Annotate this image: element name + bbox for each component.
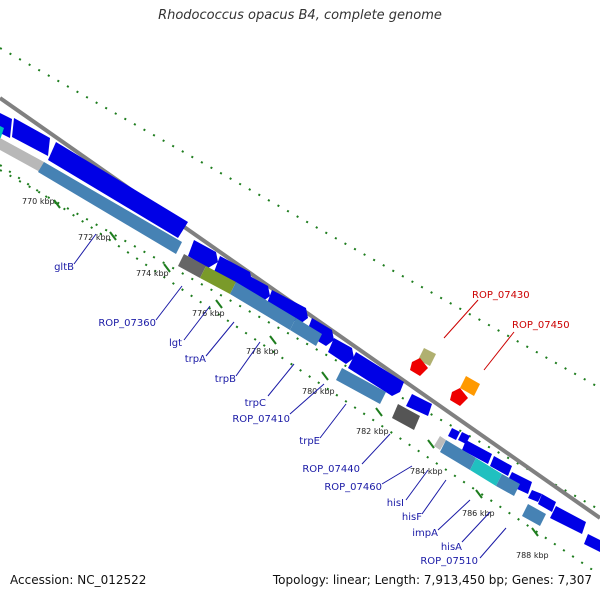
cds-feature	[522, 504, 546, 526]
gene-feature	[584, 534, 600, 552]
cds-feature	[200, 266, 236, 294]
red-gene-label[interactable]: ROP_07430	[472, 290, 530, 301]
cds-feature	[290, 318, 322, 346]
topology-label: Topology: linear; Length: 7,913,450 bp; …	[272, 573, 592, 587]
gene-feature	[550, 506, 586, 534]
gene-label[interactable]: ROP_07410	[232, 414, 290, 425]
gene-feature	[506, 472, 532, 494]
cds-feature	[38, 162, 182, 254]
kbp-label: 778 kbp	[246, 347, 279, 356]
kbp-label: 772 kbp	[78, 233, 111, 242]
gene-feature	[406, 394, 432, 416]
gene-feature	[490, 456, 512, 476]
gene-feature	[188, 240, 218, 268]
gene-feature	[0, 113, 12, 138]
gene-label[interactable]: hisF	[402, 512, 422, 523]
gene-feature	[448, 428, 460, 440]
kbp-label: 776 kbp	[192, 309, 225, 318]
gene-label[interactable]: hisI	[387, 498, 404, 509]
feature-rop-07450-box	[460, 376, 480, 396]
gene-feature	[538, 494, 556, 512]
gene-feature	[328, 338, 354, 364]
gene-label[interactable]: trpB	[215, 374, 236, 385]
cds-feature	[230, 282, 296, 330]
kbp-label: 782 kbp	[356, 427, 389, 436]
accession-label: Accession: NC_012522	[10, 573, 147, 587]
cds-feature	[392, 404, 420, 430]
gene-label[interactable]: gltB	[54, 262, 74, 273]
cds-feature	[496, 474, 520, 496]
gene-feature	[214, 256, 252, 288]
gene-feature	[306, 318, 334, 346]
red-arrow-feature	[410, 358, 428, 376]
ruler-guide-line	[0, 164, 595, 570]
kbp-label: 780 kbp	[302, 387, 335, 396]
gene-feature	[348, 352, 404, 396]
gene-label[interactable]: trpE	[299, 436, 320, 447]
red-label-leaders	[443, 299, 515, 371]
red-gene-label[interactable]: ROP_07450	[512, 320, 570, 331]
gene-feature	[462, 440, 492, 464]
label-leaders	[73, 233, 507, 559]
kbp-label: 788 kbp	[516, 551, 549, 560]
cds-feature	[434, 436, 446, 450]
kbp-label: 786 kbp	[462, 509, 495, 518]
kbp-label: 770 kbp	[22, 197, 55, 206]
gene-label[interactable]: ROP_07440	[302, 464, 360, 475]
gene-feature	[48, 142, 188, 238]
kbp-label: 774 kbp	[136, 269, 169, 278]
gene-label[interactable]: ROP_07360	[98, 318, 156, 329]
cds-feature	[440, 440, 476, 470]
gene-feature	[266, 290, 308, 324]
gene-label[interactable]: lgt	[169, 338, 182, 349]
gene-label[interactable]: hisA	[441, 542, 462, 553]
cds-feature	[470, 458, 502, 486]
cds-feature	[0, 126, 4, 140]
gene-feature	[528, 490, 542, 502]
gene-label[interactable]: trpA	[185, 354, 206, 365]
red-arrow-feature	[450, 388, 468, 406]
map-title: Rhodococcus opacus B4, complete genome	[158, 8, 442, 23]
gene-label[interactable]: ROP_07510	[420, 556, 478, 567]
ruler-ticks	[53, 199, 539, 537]
cds-feature	[0, 138, 44, 172]
gene-label[interactable]: trpC	[245, 398, 266, 409]
gene-feature	[240, 274, 270, 302]
cds-feature	[178, 254, 206, 278]
inner-guide-line	[0, 169, 600, 511]
gene-label[interactable]: impA	[412, 528, 438, 539]
gene-label[interactable]: ROP_07460	[324, 482, 382, 493]
cds-feature	[336, 368, 386, 404]
gene-feature	[12, 118, 50, 156]
